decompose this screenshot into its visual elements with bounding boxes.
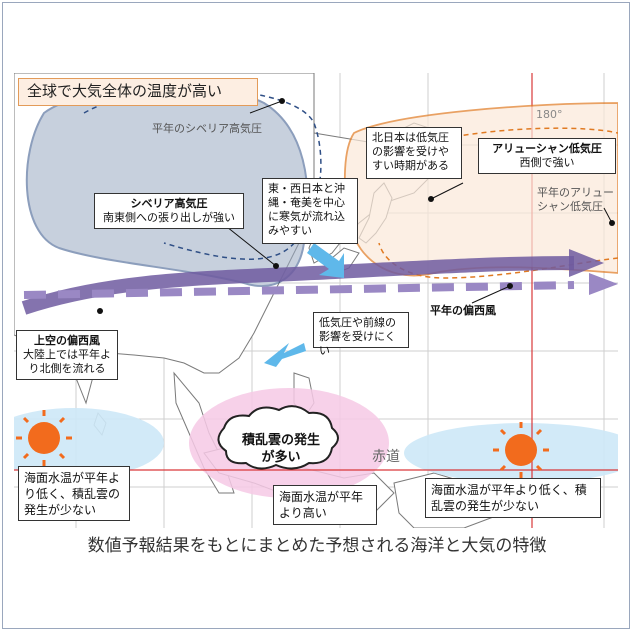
- upper-westerly-desc: 大陸上では平年より北側を流れる: [23, 348, 111, 375]
- aleutian-low-title: アリューシャン低気圧: [492, 142, 602, 155]
- normal-westerly-label: 平年の偏西風: [430, 304, 496, 317]
- westerly-actual-head: [569, 249, 604, 277]
- cold-air-arrow: [307, 243, 344, 278]
- figure-caption: 数値予報結果をもとにまとめた予想される海洋と大気の特徴: [87, 536, 547, 556]
- normal-siberian-high-label: 平年のシベリア高気圧: [152, 122, 262, 135]
- westerly-actual: [21, 256, 575, 315]
- siberian-high-normal: [83, 88, 322, 260]
- westerly-normal: [23, 281, 575, 299]
- equator-label: 赤道: [372, 449, 400, 465]
- sst-west-box: 海面水温が平年より低く、積乱雲の発生が少ない: [18, 466, 130, 521]
- siberian-high-title: シベリア高気圧: [130, 197, 208, 210]
- longitude-180-label: 180°: [536, 108, 563, 121]
- map-svg: [14, 73, 618, 528]
- sun-west: [16, 410, 72, 466]
- siberian-high-desc: 南東側への張り出しが強い: [103, 211, 235, 224]
- aleutian-low-box: アリューシャン低気圧 西側で強い: [478, 138, 616, 174]
- cumulonimbus-label: 積乱雲の発生が多い: [241, 433, 320, 465]
- westerly-normal-head: [589, 273, 618, 295]
- low-front-box: 低気圧や前線の影響を受けにくい: [313, 312, 409, 357]
- leader-lines: [221, 100, 613, 304]
- global-temp-title: 全球で大気全体の温度が高い: [18, 78, 258, 106]
- normal-aleutian-low-label: 平年のアリューシャン低気圧: [537, 186, 614, 213]
- siberian-high-box: シベリア高気圧 南東側への張り出しが強い: [94, 193, 244, 229]
- upper-westerly-box: 上空の偏西風 大陸上では平年より北側を流れる: [16, 330, 118, 380]
- cold-air-arrow-south: [264, 343, 306, 367]
- sst-center-box: 海面水温が平年より高い: [273, 485, 377, 525]
- sun-east: [493, 422, 549, 478]
- north-japan-box: 北日本は低気圧の影響を受けやすい時期がある: [366, 127, 462, 179]
- sst-east-box: 海面水温が平年より低く、積乱雲の発生が少ない: [425, 478, 601, 518]
- cold-air-box: 東・西日本と沖縄・奄美を中心に寒気が流れ込みやすい: [262, 178, 358, 244]
- map-area: [14, 73, 618, 528]
- cumulonimbus-cloud: [217, 405, 339, 470]
- aleutian-low-desc: 西側で強い: [519, 156, 575, 169]
- upper-westerly-title: 上空の偏西風: [34, 334, 100, 347]
